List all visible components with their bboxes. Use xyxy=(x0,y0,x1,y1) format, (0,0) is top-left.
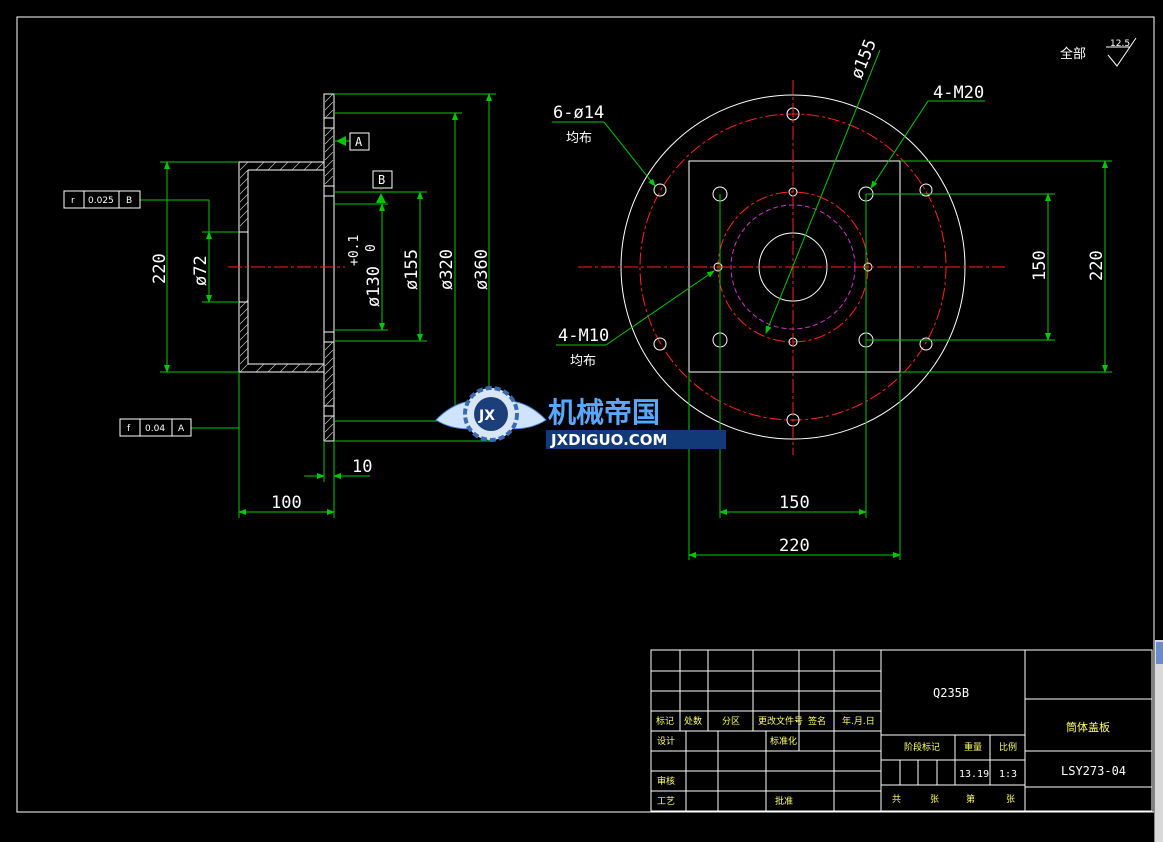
dim-front-w220: 220 xyxy=(779,536,810,556)
svg-text:张: 张 xyxy=(1006,794,1015,805)
dim-front-h150: 150 xyxy=(1030,250,1050,281)
scrollbar[interactable] xyxy=(1154,640,1163,842)
svg-text:审核: 审核 xyxy=(657,775,675,787)
svg-text:工艺: 工艺 xyxy=(657,796,675,807)
tb-drawing-no: LSY273-04 xyxy=(1061,764,1126,778)
svg-text:A: A xyxy=(178,424,185,434)
svg-text:0.025: 0.025 xyxy=(88,196,114,206)
svg-text:年.月.日: 年.月.日 xyxy=(842,715,875,727)
side-view: A B r 0.025 B f 0.04 A ø360 ø320 ø155 ø1… xyxy=(63,93,496,518)
svg-text:B: B xyxy=(126,196,132,206)
svg-text:共: 共 xyxy=(892,794,901,805)
watermark-en: JXDIGUO.COM xyxy=(550,431,667,449)
svg-text:重量: 重量 xyxy=(964,741,982,753)
roughness-label: 全部 xyxy=(1060,46,1086,62)
dim-thread-m20: 4-M20 xyxy=(933,83,984,103)
scrollbar-thumb[interactable] xyxy=(1156,642,1163,664)
dim-d130-tol-up: +0.1 xyxy=(347,235,362,266)
dim-d130: ø130 xyxy=(364,266,384,307)
svg-text:标准化: 标准化 xyxy=(770,735,797,747)
dim-holes-6: 6-ø14 xyxy=(553,103,604,123)
datum-a: A xyxy=(355,135,363,149)
front-view: ø155 6-ø14 均布 4-M20 4-M10 均布 150 220 150… xyxy=(552,36,1112,560)
dim-thread-m10: 4-M10 xyxy=(558,326,609,346)
datum-b: B xyxy=(378,173,385,187)
tolerance-frame-runout: r 0.025 B xyxy=(63,190,141,209)
watermark-logo-text: JX xyxy=(478,408,495,424)
dim-d155: ø155 xyxy=(402,249,422,290)
dim-d72: ø72 xyxy=(191,255,211,286)
dim-d130-tol-low: 0 xyxy=(364,244,379,252)
watermark-cn: 机械帝国 xyxy=(548,396,660,429)
svg-text:批准: 批准 xyxy=(775,795,793,807)
svg-text:分区: 分区 xyxy=(722,716,740,727)
roughness-note: 全部 12.5 xyxy=(1060,37,1137,67)
svg-text:设计: 设计 xyxy=(657,735,675,747)
roughness-value: 12.5 xyxy=(1110,39,1130,49)
svg-text:第: 第 xyxy=(966,793,975,805)
dim-front-w150: 150 xyxy=(779,493,810,513)
svg-text:比例: 比例 xyxy=(999,741,1017,753)
svg-text:f: f xyxy=(127,424,131,434)
svg-text:r: r xyxy=(71,196,75,206)
dim-w10: 10 xyxy=(352,457,372,477)
dim-holes-6-note: 均布 xyxy=(566,131,592,146)
svg-text:更改文件号: 更改文件号 xyxy=(758,715,803,727)
svg-text:张: 张 xyxy=(930,794,939,805)
watermark: JX 机械帝国 JXDIGUO.COM xyxy=(435,386,726,449)
tolerance-frame-flatness: f 0.04 A xyxy=(119,418,192,437)
tb-material: Q235B xyxy=(933,686,969,700)
tb-part-name: 筒体盖板 xyxy=(1066,720,1110,734)
title-block: 标记 处数 分区 更改文件号 签名 年.月.日 设计 标准化 审核 工艺 批准 … xyxy=(650,649,1153,812)
svg-text:阶段标记: 阶段标记 xyxy=(904,741,940,753)
dim-front-h220: 220 xyxy=(1087,250,1107,281)
svg-text:处数: 处数 xyxy=(684,715,702,727)
svg-text:标记: 标记 xyxy=(656,715,674,727)
dim-h220: 220 xyxy=(150,253,170,284)
svg-text:签名: 签名 xyxy=(808,715,826,727)
svg-text:0.04: 0.04 xyxy=(145,424,165,434)
dim-d360: ø360 xyxy=(472,249,492,290)
dim-w100: 100 xyxy=(271,493,302,513)
dim-thread-m10-note: 均布 xyxy=(570,354,596,369)
dim-d320: ø320 xyxy=(437,249,457,290)
tb-scale: 1:3 xyxy=(999,769,1017,780)
drawing-border xyxy=(16,16,1155,813)
tb-weight: 13.19 xyxy=(959,769,989,780)
